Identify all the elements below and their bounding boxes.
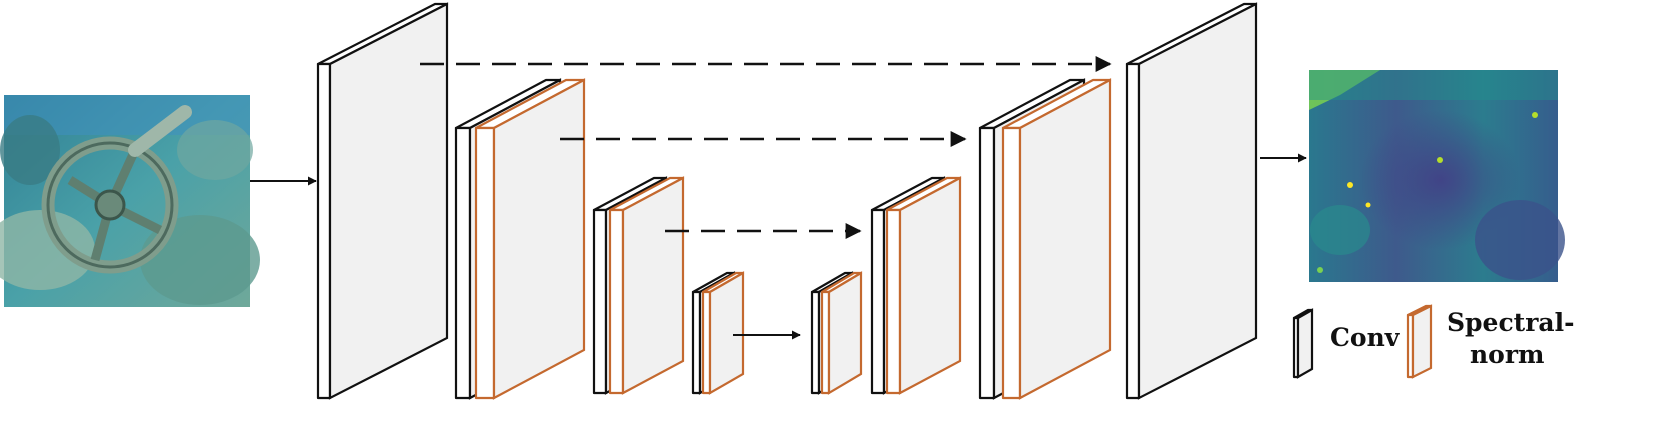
encoder-layer-3 xyxy=(592,176,685,395)
bottleneck-layer-1 xyxy=(691,271,745,395)
output-image xyxy=(1309,70,1565,282)
input-image xyxy=(0,95,260,307)
legend-conv-icon xyxy=(1292,308,1314,379)
legend-spectral-norm-label-line2: norm xyxy=(1470,340,1545,369)
encoder-layer-1 xyxy=(316,2,449,400)
ship-wheel-icon xyxy=(41,105,192,274)
decoder-layer-1 xyxy=(1125,2,1258,400)
bottleneck-layer-2 xyxy=(810,271,863,395)
legend-spectral-norm-icon xyxy=(1406,304,1433,379)
legend-spectral-norm-label-line1: Spectral- xyxy=(1447,308,1575,337)
legend-conv-label: Conv xyxy=(1330,323,1400,352)
encoder-layer-2 xyxy=(454,78,586,400)
decoder-layer-3 xyxy=(870,176,962,395)
decoder-layer-2 xyxy=(978,78,1112,400)
